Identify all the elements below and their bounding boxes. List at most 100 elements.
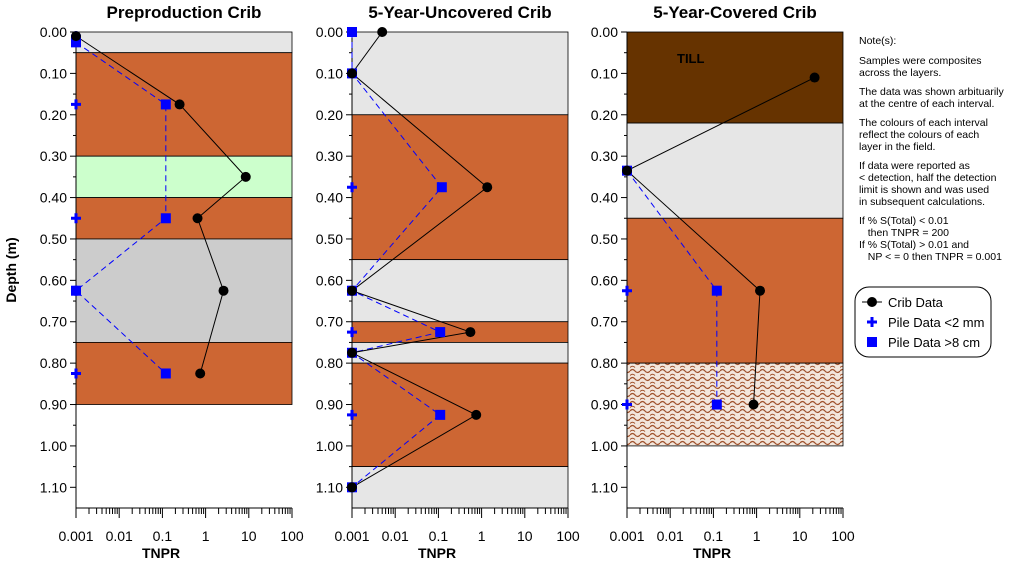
coarse-data-point	[435, 327, 446, 338]
soil-layer	[351, 342, 569, 364]
y-tick-label: 0.60	[40, 272, 67, 288]
coarse-data-point	[347, 27, 357, 37]
coarse-data-point	[160, 368, 171, 379]
note-line: across the layers.	[859, 67, 941, 79]
crib-series-line	[626, 77, 815, 405]
y-tick-label: 0.40	[40, 190, 67, 206]
y-tick-label: 0.60	[316, 272, 343, 288]
soil-layer	[75, 342, 293, 405]
crib-series-line	[75, 35, 247, 374]
crib-data-point	[218, 285, 229, 296]
x-tick-label: 0.001	[58, 528, 93, 544]
note-line: If % S(Total) > 0.01 and	[859, 239, 969, 251]
x-tick-label: 10	[517, 528, 533, 544]
soil-layer	[351, 362, 569, 468]
y-tick-label: 0.30	[316, 148, 343, 164]
y-axis-title: Depth (m)	[3, 237, 19, 302]
y-tick-label: 1.00	[591, 438, 618, 454]
fine-data-point	[622, 285, 632, 296]
y-tick-label: 0.10	[40, 65, 67, 81]
y-tick-label: 0.70	[316, 314, 343, 330]
x-axis-title: TNPR	[418, 545, 456, 561]
y-tick-label: 0.90	[40, 397, 67, 413]
notes-title: Note(s):	[859, 35, 896, 47]
fine-data-point	[347, 182, 357, 193]
note-line: at the centre of each interval.	[859, 98, 994, 110]
y-tick-label: 0.40	[316, 190, 343, 206]
crib-data-point	[192, 213, 203, 224]
y-tick-label: 0.20	[591, 107, 618, 123]
y-tick-label: 0.50	[40, 231, 67, 247]
legend-marker	[867, 317, 877, 327]
fine-data-point	[71, 213, 81, 224]
legend-marker	[867, 337, 877, 347]
soil-layer	[75, 197, 293, 240]
panel-title: 5-Year-Covered Crib	[653, 3, 816, 22]
x-tick-label: 1	[753, 528, 761, 544]
fine-data-point	[71, 99, 81, 110]
soil-layer	[351, 321, 569, 343]
crib-data-point	[622, 165, 632, 176]
coarse-data-point	[71, 285, 81, 296]
fine-data-point	[622, 399, 632, 410]
panel-2: 5-Year-Uncovered Crib 0.00 0.10 0.20 0.30 0.4…	[316, 3, 580, 561]
soil-layer	[351, 114, 569, 261]
y-tick-label: 0.40	[591, 190, 618, 206]
y-tick-label: 0.50	[591, 231, 618, 247]
x-tick-label: 0.001	[609, 528, 644, 544]
x-tick-label: 0.1	[704, 528, 724, 544]
crib-data-point	[748, 399, 759, 410]
panel-title: Preproduction Crib	[107, 3, 262, 22]
y-tick-label: 0.80	[40, 355, 67, 371]
note-line: then TNPR = 200	[859, 227, 949, 239]
y-tick-label: 0.30	[591, 148, 618, 164]
note-line: The colours of each interval	[859, 117, 988, 129]
soil-layer	[351, 259, 569, 323]
crib-series-line	[350, 31, 489, 488]
y-tick-label: 0.20	[316, 107, 343, 123]
x-tick-label: 0.01	[106, 528, 133, 544]
y-tick-label: 1.00	[316, 438, 343, 454]
note-line: < detection, half the detection	[859, 172, 997, 184]
legend-box	[854, 286, 992, 358]
crib-data-point	[755, 285, 766, 296]
y-tick-label: 0.90	[316, 397, 343, 413]
note-line: Samples were composites	[859, 55, 982, 67]
crib-data-point	[377, 27, 388, 37]
coarse-data-point	[435, 409, 446, 420]
soil-layer	[626, 217, 844, 364]
coarse-data-point	[160, 99, 171, 110]
y-tick-label: 0.10	[316, 65, 343, 81]
crib-data-point	[195, 368, 206, 379]
x-tick-label: 0.001	[334, 528, 369, 544]
legend-label: Pile Data >8 cm	[888, 335, 980, 350]
x-tick-label: 0.1	[429, 528, 449, 544]
x-tick-label: 0.1	[153, 528, 173, 544]
soil-layer	[351, 31, 569, 116]
panel-3: 5-Year-Covered CribTILL0.000.100.200.300…	[591, 3, 855, 561]
x-axis-title: TNPR	[693, 545, 731, 561]
x-tick-label: 10	[792, 528, 808, 544]
note-line: limit is shown and was used	[859, 184, 989, 196]
coarse-data-point	[711, 399, 722, 410]
x-tick-label: 0.01	[657, 528, 684, 544]
y-tick-label: 0.60	[591, 272, 618, 288]
crib-data-point	[347, 347, 357, 358]
y-tick-label: 0.00	[316, 24, 343, 40]
note-line: If data were reported as	[859, 160, 970, 172]
coarse-series-line	[626, 170, 718, 405]
crib-data-point	[71, 31, 81, 42]
crib-data-point	[347, 482, 357, 493]
note-line: layer in the field.	[859, 141, 935, 153]
panel-title: 5-Year-Uncovered Crib	[368, 3, 551, 22]
crib-data-point	[240, 171, 251, 182]
x-tick-label: 1	[478, 528, 486, 544]
crib-data-point	[347, 285, 357, 296]
x-tick-label: 10	[241, 528, 257, 544]
soil-layer	[626, 362, 844, 447]
y-tick-label: 0.50	[316, 231, 343, 247]
crib-data-point	[174, 99, 185, 110]
